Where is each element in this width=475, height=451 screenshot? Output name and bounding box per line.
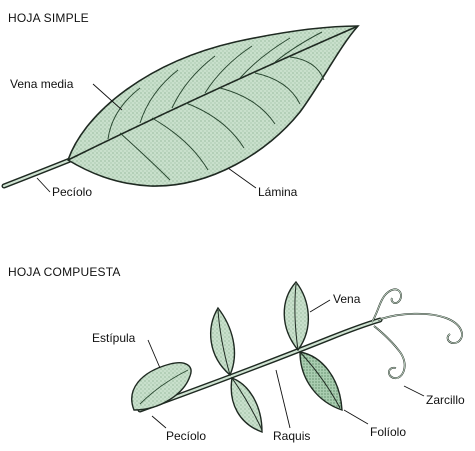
simple-blade-shape [68,26,358,186]
label-vein: Vena [333,292,361,306]
simple-leaf [4,26,358,186]
compound-petiole-leader [152,416,166,428]
label-stipule: Estípula [92,331,136,345]
leaflet-upper-1 [211,308,235,375]
label-simple-petiole: Pecíolo [52,185,92,199]
stipule-leader [148,340,160,368]
compound-leaf [132,282,462,432]
leaflet-lower-1 [231,378,262,432]
vein-leader [310,300,330,312]
label-rachis: Raquis [273,429,310,443]
blade-leader [228,168,256,188]
label-compound-petiole: Pecíolo [166,429,206,443]
tendril-leader [404,386,424,396]
tendrils [372,289,462,378]
leaflet-lower-2 [300,352,342,410]
rachis-leader [276,370,290,428]
label-tendril: Zarcillo [426,393,465,407]
simple-petiole-leader [37,178,50,192]
label-midrib: Vena media [10,77,74,91]
simple-leaf-title: HOJA SIMPLE [8,11,89,25]
compound-leaf-title: HOJA COMPUESTA [8,265,121,279]
label-leaflet: Folíolo [370,425,406,439]
leaflet-leader [344,410,368,424]
label-blade: Lámina [258,185,298,199]
